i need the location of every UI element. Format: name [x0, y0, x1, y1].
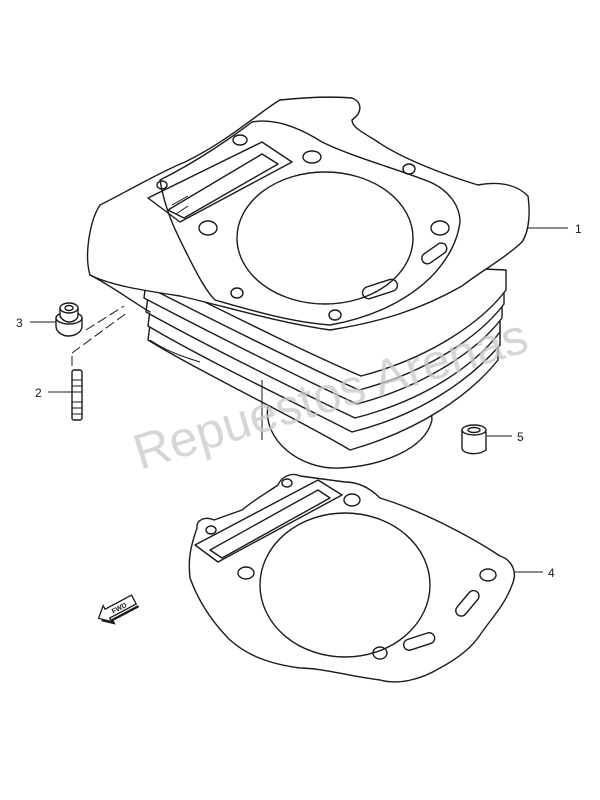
leader-lines — [30, 227, 568, 573]
flange-nut — [55, 302, 83, 337]
assembly-guide-lines — [71, 305, 129, 366]
fwd-arrow-icon: FWD — [97, 594, 140, 625]
callout-2: 2 — [35, 386, 42, 400]
cylinder-block — [86, 96, 530, 469]
dowel-pin — [461, 424, 487, 455]
stud-bolt — [71, 369, 83, 421]
callout-1: 1 — [575, 222, 582, 236]
callout-5: 5 — [517, 430, 524, 444]
callout-4: 4 — [548, 566, 555, 580]
base-gasket — [188, 473, 516, 683]
callout-3: 3 — [16, 316, 23, 330]
